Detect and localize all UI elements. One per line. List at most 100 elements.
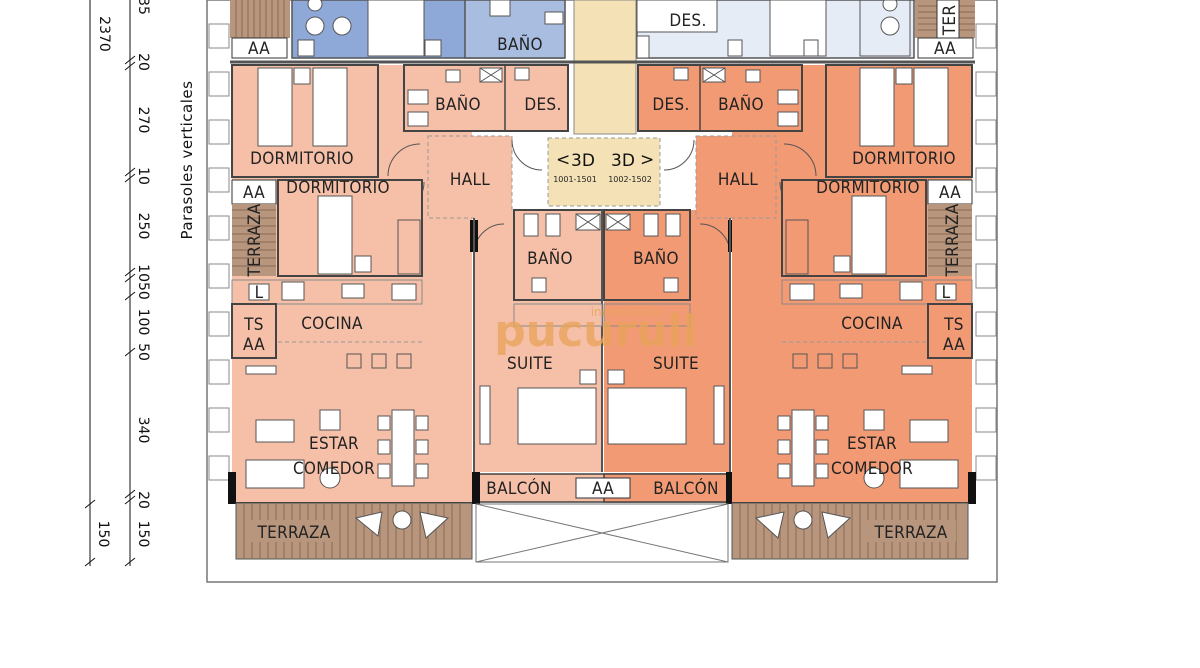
left-ts-room xyxy=(231,303,277,359)
left-ts-label: TS xyxy=(243,315,264,335)
void-x2 xyxy=(475,503,729,563)
right-armchair xyxy=(909,419,949,443)
center-shaft-x2 xyxy=(575,213,601,231)
center-desk-r xyxy=(713,385,725,445)
aa-label-top-right: AA xyxy=(934,39,956,59)
left-stool-2 xyxy=(371,353,387,369)
right-sofa xyxy=(899,459,959,489)
top-sink-1 xyxy=(489,0,511,17)
center-bed-left xyxy=(517,387,597,445)
left-door-arc-3 xyxy=(511,139,543,171)
right-l-label: L xyxy=(942,283,951,303)
dim-seg-1: 20 xyxy=(135,53,151,71)
top-sink-2 xyxy=(544,11,564,25)
left-dining-chairs xyxy=(377,415,429,479)
core-landing xyxy=(547,137,661,207)
nav-left-arrow[interactable]: < xyxy=(556,150,570,170)
left-aa-label: AA xyxy=(243,183,265,203)
left-bed-2 xyxy=(317,195,353,275)
left-terrace-table xyxy=(392,510,412,530)
left-hall-label: HALL xyxy=(450,170,490,190)
right-terraza-label-bg xyxy=(866,520,956,542)
left-shaft-1-x2 xyxy=(479,67,503,83)
right-coffee-table xyxy=(863,467,885,489)
left-aa2-label: AA xyxy=(243,335,265,355)
right-bed-1a xyxy=(859,67,895,147)
left-dining-table xyxy=(391,409,415,487)
parasoles-label: Parasoles verticales xyxy=(178,81,196,240)
right-terraza-v-label: TERRAZA xyxy=(943,203,963,277)
right-kitchen-sink xyxy=(839,283,863,299)
dim-seg-7: 50 xyxy=(135,343,151,361)
right-sink-1 xyxy=(777,89,799,105)
right-dining-chairs xyxy=(777,415,829,479)
left-des-label: DES. xyxy=(524,95,561,115)
left-terraza-v-hatch xyxy=(232,209,276,267)
nav-right-label[interactable]: 3D xyxy=(611,151,635,171)
dim-seg-8: 340 xyxy=(135,417,151,444)
right-l-box xyxy=(935,283,957,301)
center-bed-right xyxy=(607,387,687,445)
top-stool-3 xyxy=(727,39,743,57)
left-armchair xyxy=(255,419,295,443)
left-terraza-label: TERRAZA xyxy=(256,523,330,543)
top-des-right xyxy=(636,0,718,33)
right-aa2-label: AA xyxy=(943,335,965,355)
center-column-bl xyxy=(472,472,480,504)
dim-total: 2370 xyxy=(96,16,112,52)
dim-seg-2: 270 xyxy=(135,107,151,134)
watermark-sub: inmobiliaria xyxy=(591,305,662,319)
right-stool-3 xyxy=(842,353,858,369)
center-closet-r xyxy=(603,303,691,327)
left-dorm2-label: DORMITORIO xyxy=(286,178,390,198)
right-aa-box xyxy=(927,179,973,205)
top-stool-1 xyxy=(297,39,315,57)
top-terrace-left-hatch xyxy=(235,0,285,38)
right-lounger-2 xyxy=(821,511,852,539)
center-night-l xyxy=(579,369,597,385)
right-window-sill xyxy=(901,365,933,375)
top-chair-5 xyxy=(882,0,898,12)
right-lounger-1 xyxy=(754,511,785,539)
dim-seg-5: 1050 xyxy=(135,264,151,300)
right-stool-1 xyxy=(792,353,808,369)
dim-seg-6: 100 xyxy=(135,309,151,336)
center-desk-l xyxy=(479,385,491,445)
center-balcon-right-label: BALCÓN xyxy=(653,477,718,499)
right-door-arc-3 xyxy=(663,139,695,171)
left-l-box xyxy=(248,283,270,301)
right-ts-label: TS xyxy=(943,315,964,335)
left-hall xyxy=(427,135,513,219)
left-comedor-label: COMEDOR xyxy=(293,459,375,479)
left-door-arc-1 xyxy=(387,143,421,177)
nav-right-arrow[interactable]: > xyxy=(640,150,654,170)
left-column-1 xyxy=(228,472,236,504)
top-table-right xyxy=(859,0,911,57)
dim-ticks xyxy=(84,55,136,567)
right-shaft-1-x2 xyxy=(702,67,726,83)
right-closet-2 xyxy=(785,219,809,275)
nav-right-units: 1002-1502 xyxy=(608,175,652,184)
center-column-br xyxy=(726,472,734,504)
right-night-table-2 xyxy=(833,255,851,273)
top-des-label: DES. xyxy=(669,11,706,31)
left-des-fixture xyxy=(514,67,530,81)
right-fridge xyxy=(789,283,815,301)
building-outline xyxy=(206,0,998,583)
center-night-r xyxy=(607,369,625,385)
left-l-label: L xyxy=(255,283,264,303)
left-estar-label: ESTAR xyxy=(309,434,359,454)
watermark-logo: pucurull xyxy=(494,306,697,357)
right-terraza-v xyxy=(928,204,972,276)
aa-label-top-left: AA xyxy=(248,39,270,59)
top-bath-left xyxy=(464,0,566,59)
right-bed-2 xyxy=(851,195,887,275)
center-suite-left-label: SUITE xyxy=(507,354,553,374)
right-door-arc-1 xyxy=(783,143,817,177)
right-hall xyxy=(695,135,777,219)
top-stool-4 xyxy=(803,39,819,57)
center-aa-label: AA xyxy=(592,479,614,499)
left-closet-2 xyxy=(397,219,421,275)
nav-left-label[interactable]: 3D xyxy=(571,151,595,171)
